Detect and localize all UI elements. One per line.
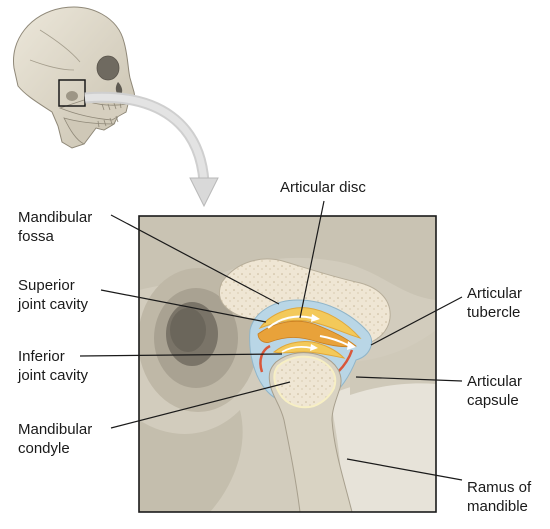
detail-frame xyxy=(138,215,437,513)
leader-articular-capsule xyxy=(355,376,463,382)
label-inferior-joint-cavity-line2: joint cavity xyxy=(18,367,89,384)
label-articular-capsule: Articular capsule xyxy=(467,372,522,410)
label-ramus-of-mandible-line1: Ramus of xyxy=(467,479,532,496)
label-mandibular-condyle-line1: Mandibular xyxy=(18,421,93,438)
label-mandibular-fossa: Mandibular fossa xyxy=(18,208,92,246)
label-superior-joint-cavity: Superior joint cavity xyxy=(18,276,88,314)
label-inferior-joint-cavity: Inferior joint cavity xyxy=(18,347,88,385)
leader-inferior-joint-cavity xyxy=(79,353,283,357)
leader-articular-disc xyxy=(299,200,325,319)
label-mandibular-condyle-line2: condyle xyxy=(18,440,70,457)
leader-mandibular-fossa xyxy=(110,214,280,305)
label-superior-joint-cavity-line2: joint cavity xyxy=(18,296,89,313)
label-articular-disc: Articular disc xyxy=(280,178,366,197)
leader-ramus-of-mandible xyxy=(346,458,463,481)
label-superior-joint-cavity-line1: Superior xyxy=(18,277,75,294)
label-articular-capsule-line1: Articular xyxy=(467,373,523,390)
leader-mandibular-condyle xyxy=(110,381,291,429)
label-mandibular-fossa-line1: Mandibular xyxy=(18,209,93,226)
label-articular-tubercle-line2: tubercle xyxy=(467,304,521,321)
label-inferior-joint-cavity-line1: Inferior xyxy=(18,348,65,365)
label-articular-disc-text: Articular disc xyxy=(280,179,366,196)
label-ramus-of-mandible-line2: mandible xyxy=(467,498,528,515)
magnify-arrow xyxy=(84,91,219,208)
skull-illustration xyxy=(13,6,135,149)
label-articular-tubercle: Articular tubercle xyxy=(467,284,522,322)
label-mandibular-condyle: Mandibular condyle xyxy=(18,420,92,458)
leader-lines xyxy=(79,200,463,481)
joint-detail xyxy=(139,216,436,512)
label-ramus-of-mandible: Ramus of mandible xyxy=(467,478,531,516)
label-articular-capsule-line2: capsule xyxy=(467,392,519,409)
leader-superior-joint-cavity xyxy=(100,289,267,323)
leader-articular-tubercle xyxy=(370,296,463,346)
label-articular-tubercle-line1: Articular xyxy=(467,285,523,302)
label-mandibular-fossa-line2: fossa xyxy=(18,228,54,245)
